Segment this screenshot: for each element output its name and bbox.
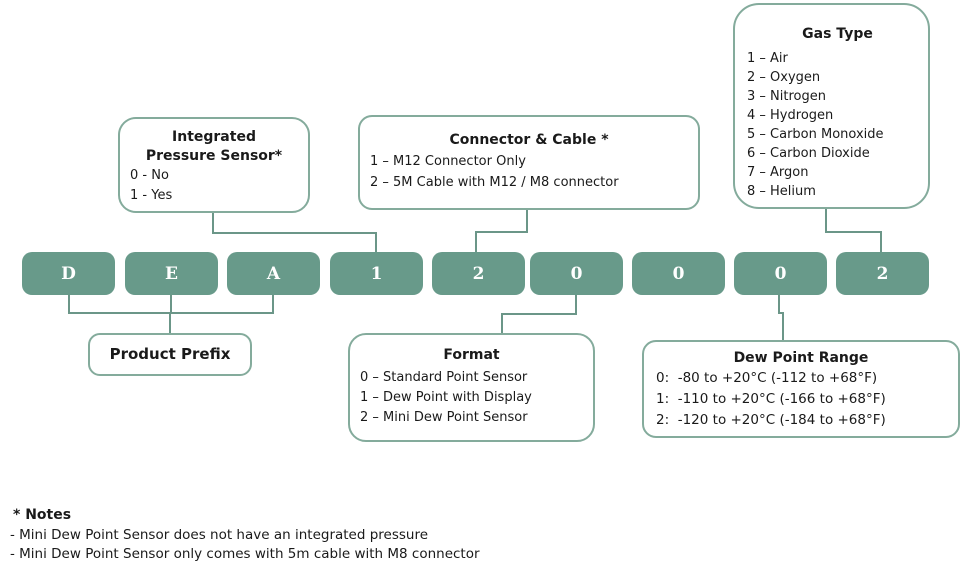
connector-cable-title: Connector & Cable * — [449, 132, 609, 148]
product-prefix-title: Product Prefix — [109, 345, 231, 363]
code-cell-1: D — [22, 252, 115, 295]
pressure-sensor-title-line1: Integrated — [172, 129, 256, 145]
code-cell-5: 2 — [432, 252, 525, 295]
dew-point-range-item: 0: -80 to +20°C (-112 to +68°F) — [656, 370, 878, 386]
code-cell-3: A — [227, 252, 320, 295]
code-cell-4: 1 — [330, 252, 423, 295]
pressure-sensor-item: 0 - No — [130, 168, 169, 183]
code-cell-8: 0 — [734, 252, 827, 295]
format-title: Format — [443, 347, 500, 363]
code-cell-2: E — [125, 252, 218, 295]
notes-title: * Notes — [13, 507, 72, 523]
dew-point-range-title: Dew Point Range — [733, 350, 869, 366]
gas-type-title: Gas Type — [802, 26, 873, 42]
connector-pressure-sensor — [212, 212, 377, 253]
gas-type-item: 7 – Argon — [747, 165, 809, 180]
format-item: 2 – Mini Dew Point Sensor — [360, 410, 528, 425]
connector-gas-type — [825, 208, 882, 253]
gas-type-item: 4 – Hydrogen — [747, 108, 834, 123]
gas-type-item: 5 – Carbon Monoxide — [747, 127, 884, 142]
gas-type-item: 6 – Carbon Dioxide — [747, 146, 870, 161]
connector-cable-item: 2 – 5M Cable with M12 / M8 connector — [370, 174, 619, 190]
callout-dew-point-range: Dew Point Range 0: -80 to +20°C (-112 to… — [642, 340, 960, 438]
callout-pressure-sensor: Integrated Pressure Sensor* 0 - No 1 - Y… — [118, 117, 310, 213]
callout-format: Format 0 – Standard Point Sensor 1 – Dew… — [348, 333, 595, 442]
callout-connector-cable: Connector & Cable * 1 – M12 Connector On… — [358, 115, 700, 210]
code-cell-6: 0 — [530, 252, 623, 295]
format-item: 0 – Standard Point Sensor — [360, 370, 528, 385]
format-item: 1 – Dew Point with Display — [360, 390, 532, 405]
notes-line: - Mini Dew Point Sensor only comes with … — [10, 546, 480, 562]
callout-product-prefix: Product Prefix — [88, 333, 252, 376]
connector-product-prefix — [68, 294, 274, 334]
callout-gas-type: Gas Type 1 – Air 2 – Oxygen 3 – Nitrogen… — [733, 3, 930, 209]
code-cell-7: 0 — [632, 252, 725, 295]
pressure-sensor-title-line2: Pressure Sensor* — [145, 148, 283, 164]
notes-block: * Notes - Mini Dew Point Sensor does not… — [10, 505, 480, 564]
gas-type-item: 3 – Nitrogen — [747, 89, 826, 104]
dew-point-range-item: 2: -120 to +20°C (-184 to +68°F) — [656, 412, 886, 428]
connector-dew-point-range — [778, 294, 784, 341]
connector-cable-item: 1 – M12 Connector Only — [370, 154, 526, 169]
connector-cable-line — [475, 209, 528, 253]
code-cell-9: 2 — [836, 252, 929, 295]
gas-type-item: 8 – Helium — [747, 184, 816, 199]
connector-format — [501, 294, 577, 334]
dew-point-range-item: 1: -110 to +20°C (-166 to +68°F) — [656, 391, 886, 407]
gas-type-item: 1 – Air — [747, 51, 788, 66]
pressure-sensor-item: 1 - Yes — [130, 187, 173, 203]
gas-type-item: 2 – Oxygen — [747, 70, 821, 85]
notes-line: - Mini Dew Point Sensor does not have an… — [10, 527, 429, 543]
